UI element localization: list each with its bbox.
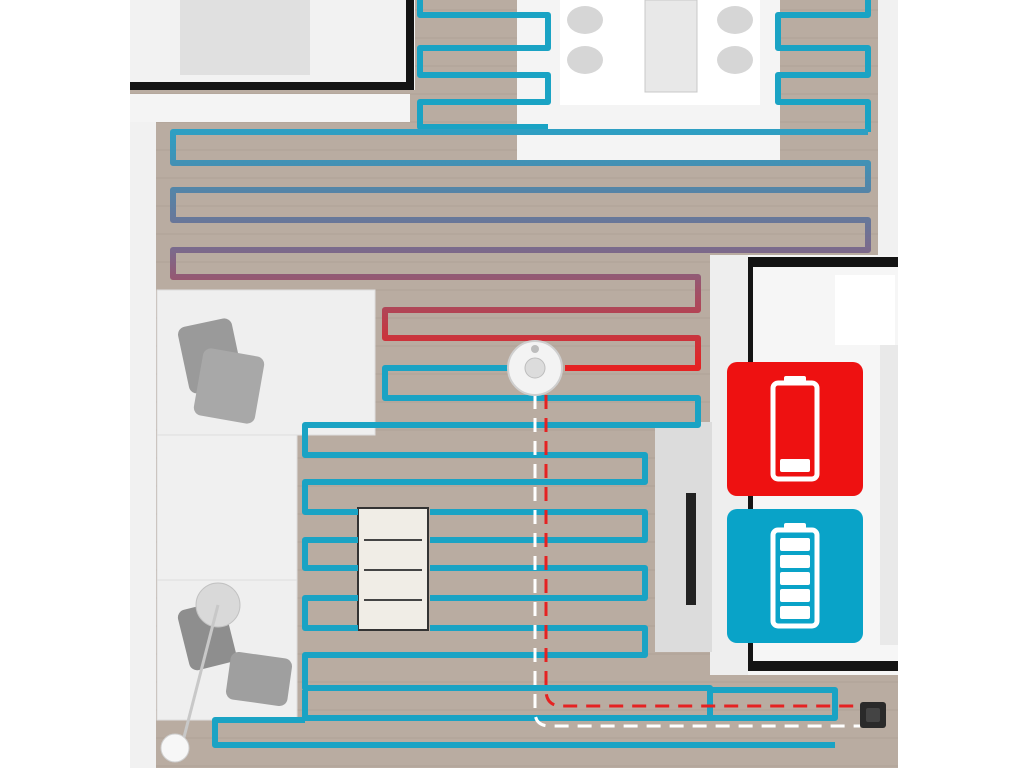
dining-table — [644, 0, 698, 93]
battery-cell — [780, 572, 810, 585]
lamp-pole — [180, 604, 220, 746]
full-battery-card — [727, 509, 863, 643]
transition-path — [170, 129, 871, 371]
top-left-wall — [130, 0, 414, 90]
tv — [686, 493, 696, 605]
clean-path — [302, 687, 838, 721]
charging-dock-icon — [860, 702, 886, 728]
right-wall-upper — [878, 0, 898, 255]
tv-stand — [655, 422, 712, 652]
sofa-section — [156, 434, 298, 581]
battery-cell — [780, 538, 810, 551]
lamp-base — [160, 733, 190, 763]
dining-chair — [567, 46, 603, 74]
battery-cell — [780, 589, 810, 602]
recharge-path — [544, 395, 860, 708]
battery-full-icon — [770, 523, 820, 629]
clean-path — [417, 0, 551, 130]
robot-vacuum-icon — [507, 340, 563, 396]
clean-path — [775, 0, 871, 132]
battery-low-fill — [780, 459, 810, 472]
battery-low-icon — [770, 376, 820, 482]
top-left-wall-ledge — [130, 94, 410, 122]
right-room-shelf — [835, 275, 895, 345]
left-wall — [130, 122, 156, 768]
dining-chair — [567, 6, 603, 34]
battery-cell — [780, 555, 810, 568]
battery-full-cells — [780, 538, 810, 619]
coffee-table-slats — [364, 539, 422, 601]
clean-path — [302, 365, 713, 721]
dining-chair — [717, 6, 753, 34]
battery-cell — [780, 606, 810, 619]
dock-return-path — [533, 395, 860, 728]
cushion — [225, 651, 293, 707]
dining-chair — [717, 46, 753, 74]
clean-path — [212, 717, 835, 748]
cushion — [193, 348, 265, 424]
cleaning-paths — [170, 0, 871, 748]
top-left-rug — [180, 0, 310, 75]
low-battery-card — [727, 362, 863, 496]
right-room-cabinet — [880, 345, 898, 645]
